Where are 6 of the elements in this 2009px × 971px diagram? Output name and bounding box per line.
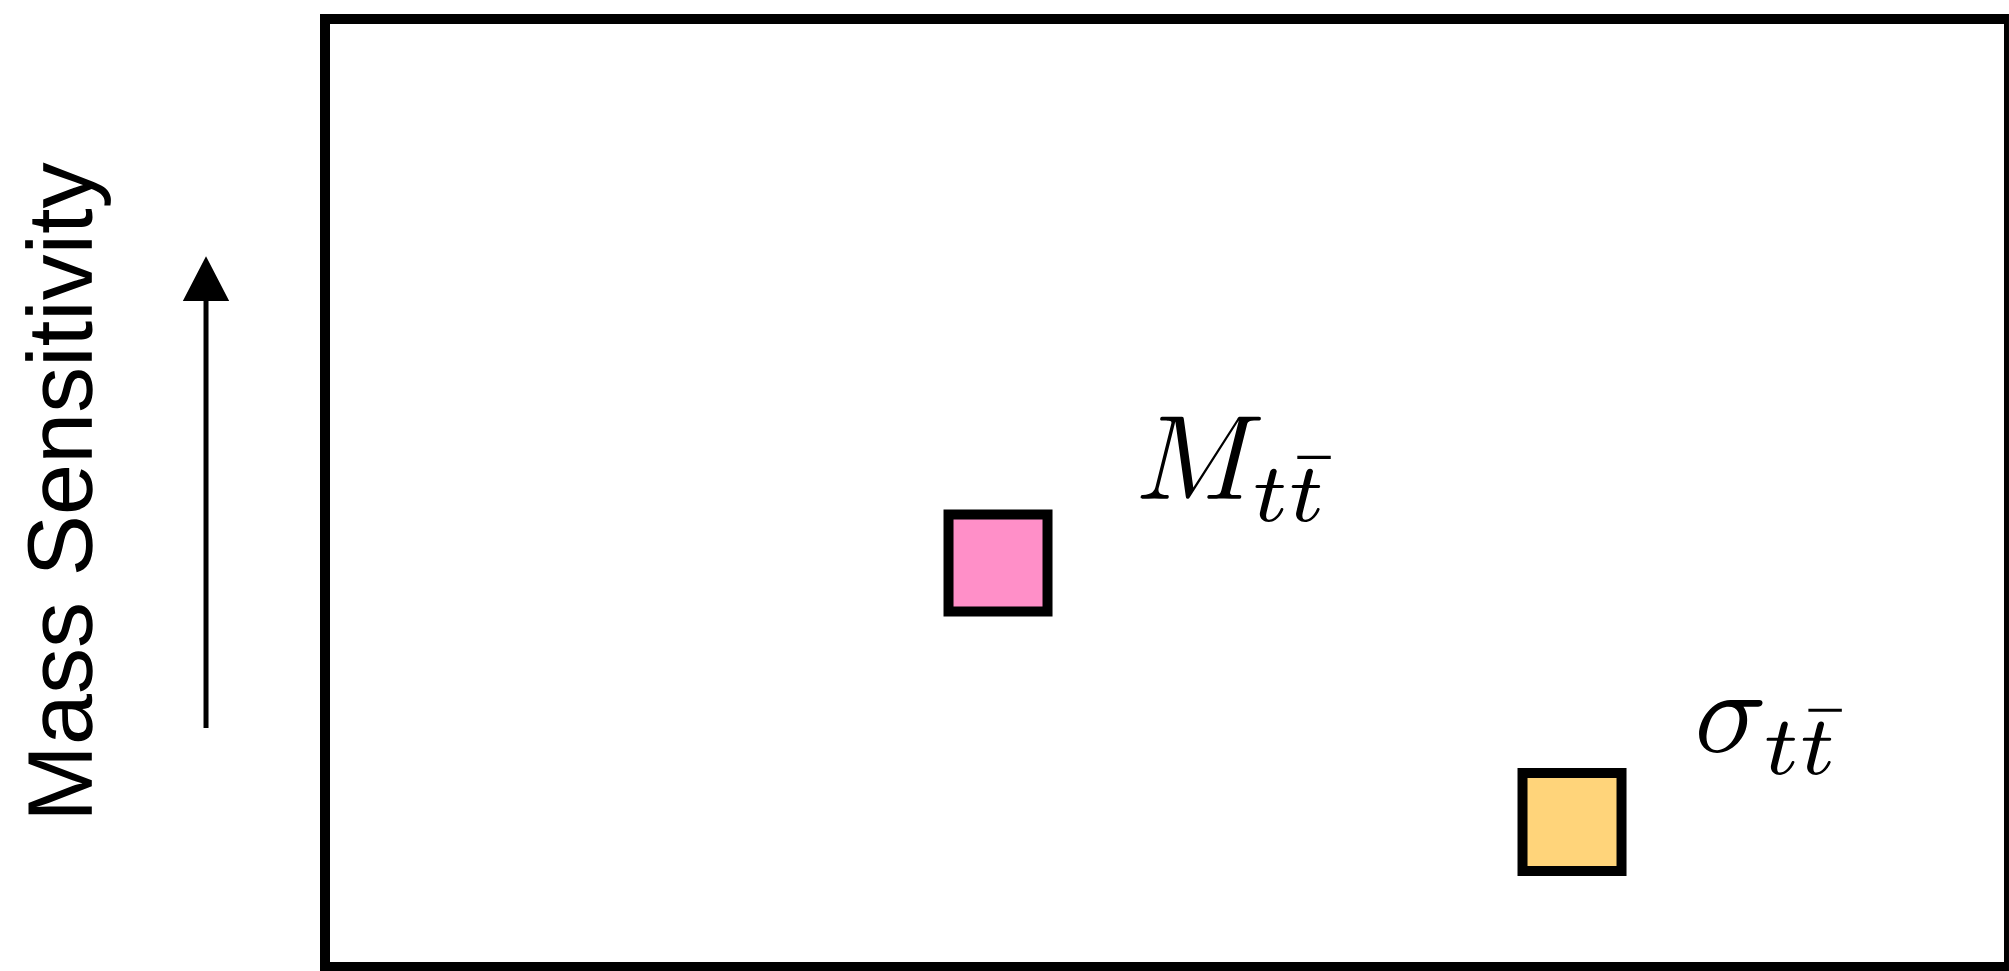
square-marker — [1517, 768, 1627, 876]
formula-label: $\sigma_{t\bar{t}}$ — [1699, 699, 1842, 775]
formula-label: $M_{t\bar{t}}$ — [1140, 416, 1331, 523]
square-marker — [943, 509, 1053, 617]
frame — [320, 14, 2009, 971]
axis-label: Mass Sensitivity — [25, 162, 111, 815]
